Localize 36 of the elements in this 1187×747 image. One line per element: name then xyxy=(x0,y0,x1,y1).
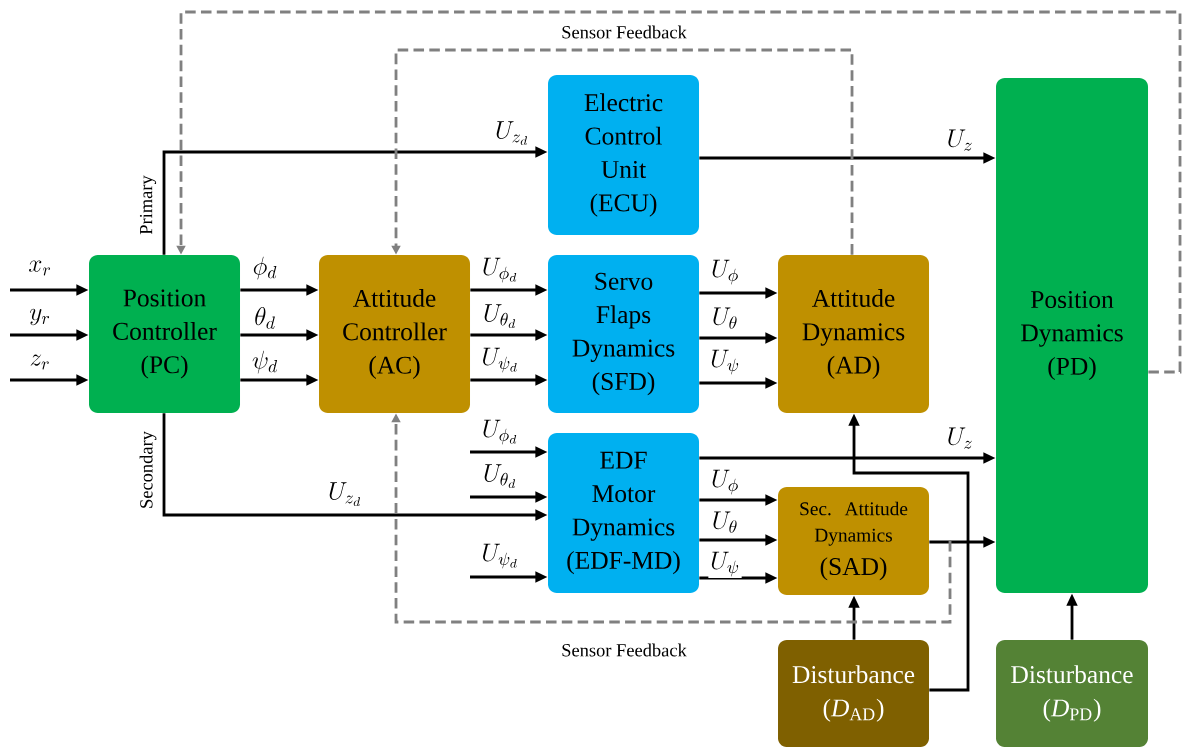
edge-label: $U_{\theta_d}$ xyxy=(481,302,519,330)
block: Attitude Controller (AC) xyxy=(319,255,470,413)
path-label: Secondary xyxy=(137,429,159,511)
edge-label: $U_\phi$ xyxy=(709,468,741,496)
edge-label: $U_{\phi_d}$ xyxy=(480,256,520,284)
edge-label: Sensor Feedback xyxy=(559,641,689,659)
edge-label: $U_{z_d}$ xyxy=(326,480,364,508)
block: Position Controller (PC) xyxy=(89,255,240,413)
block: Electric Control Unit (ECU) xyxy=(548,75,699,235)
edge-label: Sensor Feedback xyxy=(559,23,689,41)
edge-label: $U_{\psi_d}$ xyxy=(479,346,521,374)
block: Position Dynamics (PD) xyxy=(996,78,1148,593)
block: Attitude Dynamics (AD) xyxy=(778,255,929,413)
edge-label: $y_r$ xyxy=(27,307,53,327)
edge-label: $U_{\theta_d}$ xyxy=(481,462,519,490)
edge-label: $U_{\psi_d}$ xyxy=(479,542,521,570)
edge-label: $U_{\phi_d}$ xyxy=(480,418,520,446)
edge-label: $U_z$ xyxy=(944,127,976,153)
edge-label: $U_z$ xyxy=(944,425,976,451)
block: Servo Flaps Dynamics (SFD) xyxy=(548,255,699,413)
edge-label: $U_\phi$ xyxy=(709,258,741,286)
path-label: Primary xyxy=(138,173,158,237)
block: EDF Motor Dynamics (EDF-MD) xyxy=(548,433,699,593)
edge-label: $U_\psi$ xyxy=(708,348,742,376)
edge-label: $U_\theta$ xyxy=(710,509,740,535)
block: Disturbance (D$_{AD}$) xyxy=(778,640,929,747)
edge-label: $z_r$ xyxy=(27,352,53,372)
block: Sec. Attitude Dynamics (SAD) xyxy=(778,487,929,595)
edge-label: $\phi_d$ xyxy=(250,255,280,281)
edge-label: $\psi_d$ xyxy=(250,349,280,375)
block: Disturbance (D$_{PD}$) xyxy=(996,640,1148,747)
edge-label: $x_r$ xyxy=(26,258,54,278)
edge-label: $U_{z_d}$ xyxy=(493,119,531,147)
edge-label: $\theta_d$ xyxy=(252,305,278,331)
edge-label: $U_\psi$ xyxy=(708,550,742,578)
edge-label: $U_\theta$ xyxy=(710,305,740,331)
